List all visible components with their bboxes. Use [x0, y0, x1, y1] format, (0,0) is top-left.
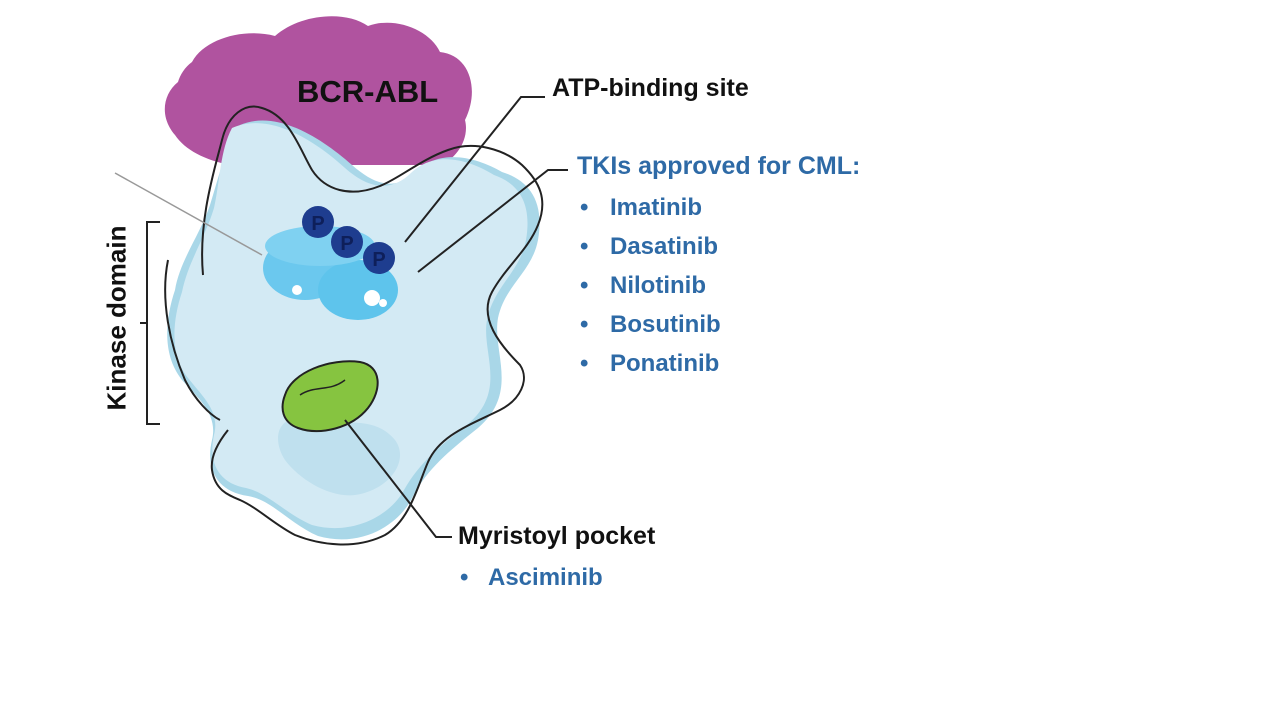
atp-leader-line — [404, 96, 545, 243]
kinase-domain-label: Kinase domain — [101, 225, 132, 411]
kinase-domain-body — [174, 123, 528, 529]
svg-text:P: P — [311, 213, 324, 235]
phosphate-group-2: P — [331, 226, 363, 258]
bcr-abl-label: BCR-ABL — [297, 74, 439, 109]
tki-list: •Imatinib •Dasatinib •Nilotinib •Bosutin… — [580, 193, 721, 388]
kinase-domain-bracket — [146, 221, 160, 425]
svg-text:P: P — [372, 249, 385, 271]
atp-pocket-shine — [292, 285, 302, 295]
tki-drug-name: Dasatinib — [610, 233, 719, 260]
tki-drug-name: Nilotinib — [610, 272, 706, 299]
asciminib-name: Asciminib — [488, 564, 603, 591]
list-item: •Nilotinib — [580, 272, 706, 299]
phosphate-group-3: P — [363, 242, 395, 274]
tki-drug-name: Bosutinib — [610, 311, 721, 338]
svg-text:P: P — [340, 233, 353, 255]
tki-heading: TKIs approved for CML: — [577, 152, 861, 180]
list-item: •Imatinib — [580, 194, 703, 221]
tki-drug-name: Ponatinib — [610, 350, 720, 377]
unlabeled-leader-line — [114, 172, 263, 256]
myristoyl-pocket-shape — [281, 360, 379, 432]
list-item: •Ponatinib — [580, 350, 720, 377]
kinase-domain-outline — [201, 105, 544, 546]
myristoyl-pocket-detail — [299, 379, 346, 396]
kinase-domain-outline-left — [164, 259, 221, 421]
kinase-domain-highlight — [278, 420, 401, 496]
atp-binding-site-label: ATP-binding site — [552, 74, 749, 102]
asciminib-item: •Asciminib — [460, 564, 603, 591]
myristoyl-leader-line — [344, 419, 452, 538]
atp-pocket-right — [318, 260, 398, 320]
atp-pocket-shine — [364, 290, 380, 306]
myristoyl-pocket-label: Myristoyl pocket — [458, 522, 656, 550]
list-item: •Bosutinib — [580, 311, 721, 338]
tki-leader-line — [417, 169, 568, 273]
phosphate-group-1: P — [302, 206, 334, 238]
atp-pocket-shine — [379, 299, 387, 307]
tki-drug-name: Imatinib — [610, 194, 703, 221]
list-item: •Dasatinib — [580, 233, 719, 260]
